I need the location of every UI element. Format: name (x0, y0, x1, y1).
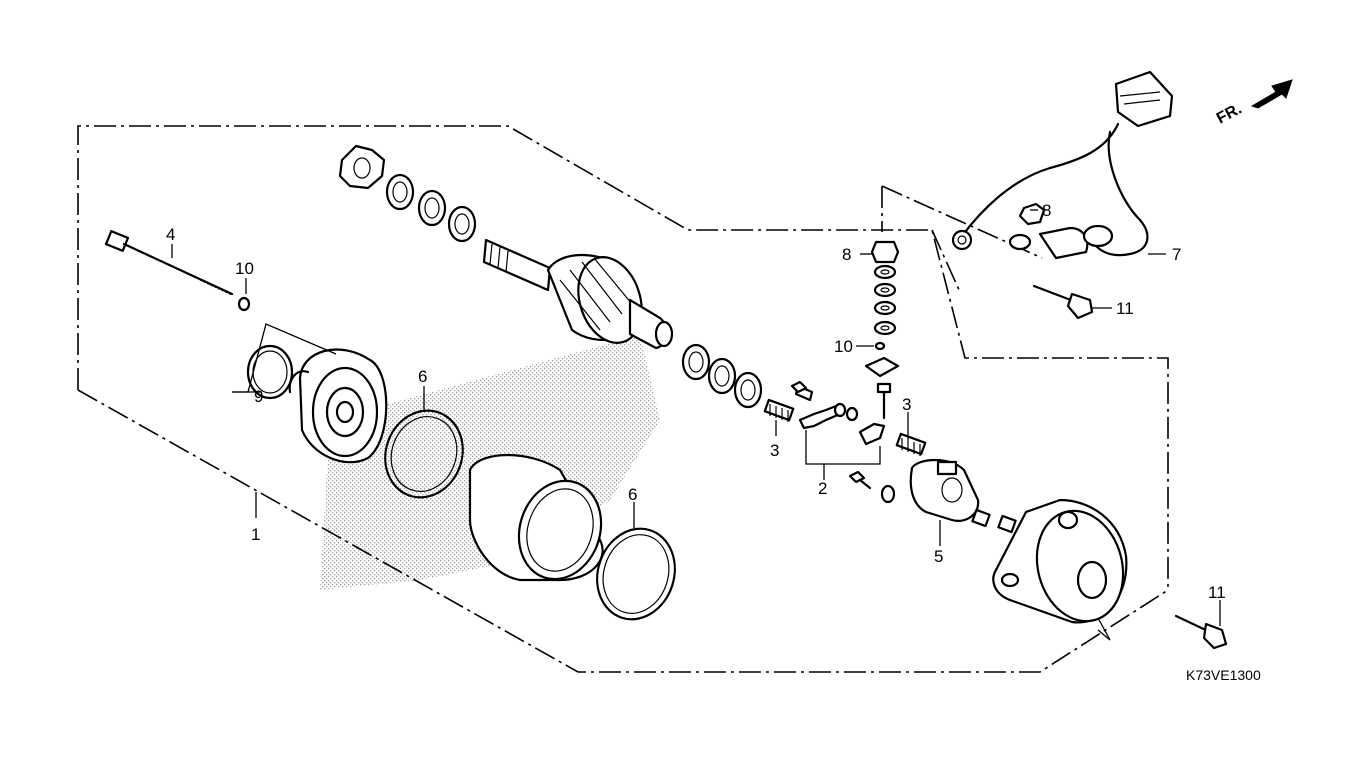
through-bolt (104, 230, 234, 296)
front-direction-indicator (1250, 79, 1293, 109)
callout-1: 1 (251, 525, 260, 544)
o-ring-lower (596, 527, 676, 621)
brush-set (794, 384, 886, 446)
callout-11-lower: 11 (1208, 583, 1226, 602)
lock-plate (338, 144, 386, 190)
callout-8-right: 8 (1042, 201, 1051, 220)
armature (482, 238, 674, 350)
brush-holder (909, 458, 980, 522)
rear-cover (992, 498, 1128, 624)
callout-11-upper: 11 (1116, 299, 1134, 318)
callout-10-left: 10 (235, 259, 254, 278)
small-screws (790, 380, 896, 504)
o-ring-upper (384, 409, 464, 499)
brush-spring-left (763, 398, 795, 422)
mounting-bolt-upper (1032, 284, 1094, 320)
callout-10-right: 10 (834, 337, 853, 356)
shim-washers-mid (681, 343, 763, 409)
callouts: 1 2 3 3 4 5 6 6 7 8 8 9 10 10 11 11 (166, 201, 1226, 602)
assembly-boundary (77, 125, 1169, 673)
callout-6-lower: 6 (628, 485, 637, 504)
diagram-part-code: K73VE1300 (1186, 667, 1261, 683)
brush-pieces (971, 508, 1017, 534)
callout-8-left: 8 (842, 245, 851, 264)
washer-small-left (237, 296, 251, 312)
callout-9: 9 (254, 387, 263, 406)
callout-6-upper: 6 (418, 367, 427, 386)
callout-3-right: 3 (902, 395, 911, 414)
leader-lines (171, 209, 1221, 641)
callout-5: 5 (934, 547, 943, 566)
cable-harness (951, 70, 1174, 260)
callout-3-left: 3 (770, 441, 779, 460)
terminal-stack (864, 240, 900, 420)
callout-7: 7 (1172, 245, 1181, 264)
brush-spring-right (895, 432, 927, 456)
callout-2: 2 (818, 479, 827, 498)
callout-4: 4 (166, 225, 175, 244)
shim-washers-top (385, 173, 477, 243)
motor-yoke (468, 454, 604, 582)
front-cover (288, 348, 388, 464)
direction-label: FR. (1214, 100, 1245, 127)
mounting-bolt-lower (1174, 614, 1228, 650)
o-ring (246, 344, 294, 400)
nut-upper (1018, 202, 1046, 226)
